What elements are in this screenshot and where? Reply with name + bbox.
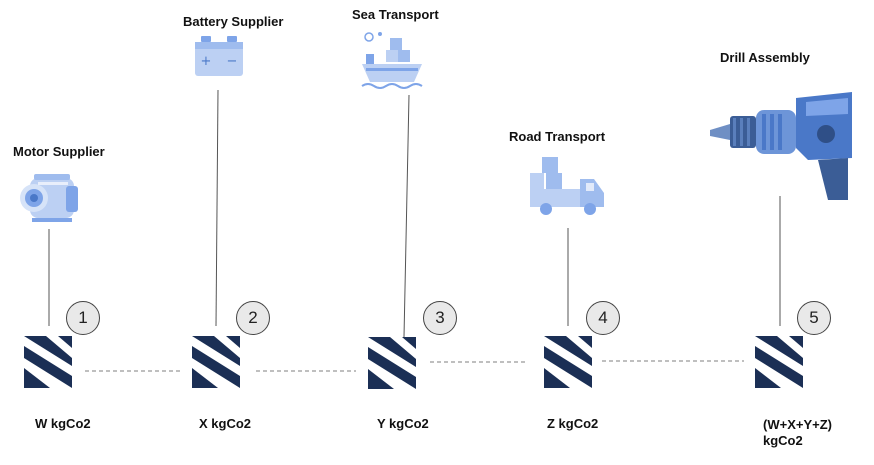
step-number-1: 1	[66, 301, 100, 335]
stage-label-road-transport: Road Transport	[509, 129, 606, 144]
delivery-truck-icon	[530, 157, 604, 215]
node-logo-3	[368, 337, 416, 389]
battery-icon: + −	[195, 36, 243, 76]
stage-label-motor-supplier: Motor Supplier	[13, 144, 105, 159]
stem-2	[215, 89, 219, 327]
node-logo-1	[24, 336, 72, 388]
emission-value-3: Y kgCo2	[377, 416, 429, 431]
power-drill-icon	[710, 92, 852, 200]
emission-value-5: (W+X+Y+Z) kgCo2	[763, 417, 832, 448]
emission-value-4: Z kgCo2	[547, 416, 599, 431]
stage-label-battery-supplier: Battery Supplier	[183, 14, 284, 29]
stage-label-sea-transport: Sea Transport	[352, 7, 439, 22]
node-logo-2	[192, 336, 240, 388]
svg-text:−: −	[227, 54, 238, 69]
cargo-ship-icon	[361, 32, 423, 89]
electric-motor-icon	[20, 174, 78, 222]
step-number-4: 4	[586, 301, 620, 335]
node-logo-5	[755, 336, 803, 388]
emission-value-2: X kgCo2	[199, 416, 252, 431]
node-logo-4	[544, 336, 592, 388]
stage-label-drill-assembly: Drill Assembly	[720, 50, 810, 65]
step-number-3: 3	[423, 301, 457, 335]
stem-3	[403, 94, 410, 338]
step-number-2: 2	[236, 301, 270, 335]
svg-text:+: +	[201, 54, 212, 69]
step-number-5: 5	[797, 301, 831, 335]
emission-value-1: W kgCo2	[35, 416, 91, 431]
